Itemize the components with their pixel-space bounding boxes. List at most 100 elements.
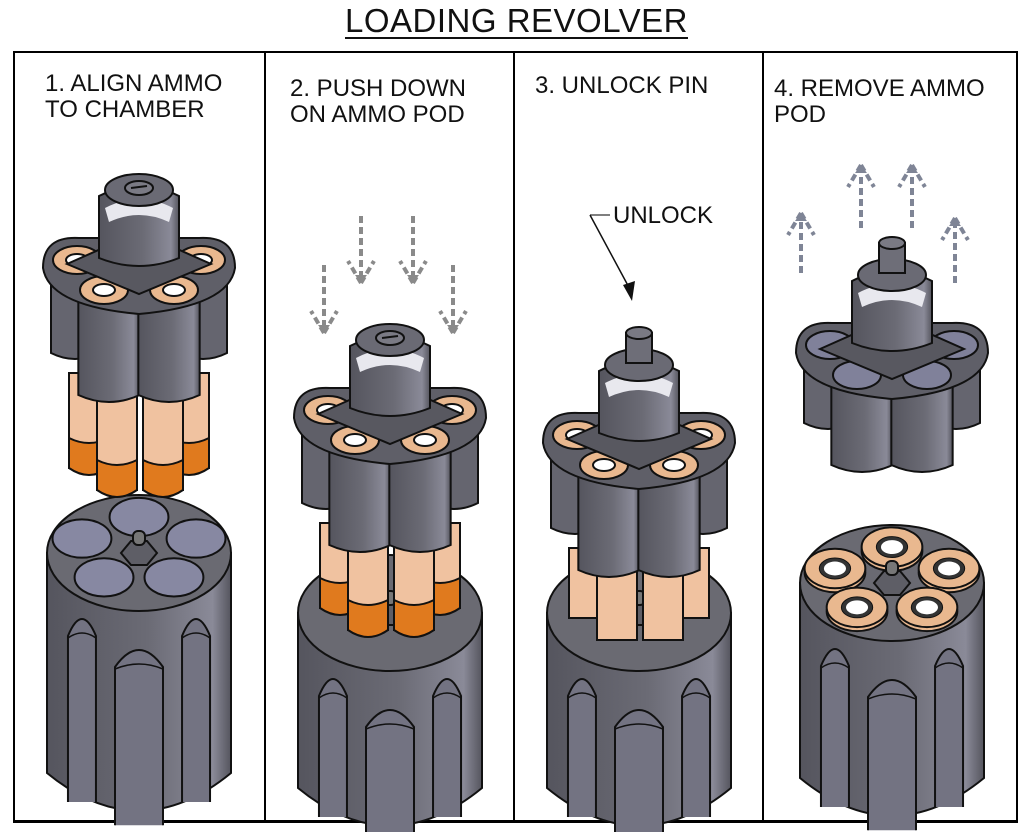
step-caption-2: 2. PUSH DOWN ON AMMO POD (290, 75, 467, 128)
primer (823, 561, 846, 576)
flute-edge (114, 663, 164, 670)
bullet-tip (96, 458, 138, 498)
flute-edge (867, 693, 917, 700)
cylinder-flute (66, 618, 97, 802)
center-pin (885, 560, 899, 576)
step-panel-1: 1. ALIGN AMMO TO CHAMBER (15, 53, 264, 826)
step-panel-2: 2. PUSH DOWN ON AMMO POD (264, 53, 513, 832)
cylinder-flute (566, 678, 597, 817)
cylinder-flute (819, 648, 850, 807)
flute-edge (820, 662, 850, 669)
center-hub (119, 540, 159, 566)
pin-slot (381, 335, 399, 339)
primer (846, 600, 869, 615)
pod-lobe (637, 474, 701, 578)
leader-arrowhead (623, 281, 635, 301)
pod-lobe (388, 449, 452, 553)
lift-up-arrow (786, 211, 816, 273)
arrow-tip (906, 165, 918, 173)
push-down-arrow (398, 216, 428, 285)
flute-edge (67, 632, 97, 639)
unlock-label: UNLOCK (613, 202, 713, 229)
primer (915, 600, 938, 615)
cylinder-flute (867, 679, 917, 831)
unlock-callout: UNLOCK (589, 202, 713, 301)
pod-lobe (890, 384, 954, 473)
step-panel-3: 3. UNLOCK PIN UNLOCK (513, 53, 762, 832)
revolver-cylinder (546, 554, 732, 832)
flute-edge (614, 723, 664, 730)
step-illustration-1 (41, 173, 237, 826)
primer (92, 283, 116, 297)
ammo-pod (41, 173, 237, 498)
cylinder-flute (365, 709, 415, 832)
bullet-tip (142, 458, 184, 498)
title-text: LOADING REVOLVER (345, 2, 688, 39)
primer (413, 433, 437, 447)
flute-edge (318, 692, 348, 699)
ammo-pod (541, 326, 737, 641)
arrow-tip (355, 275, 367, 283)
bullet-tip (347, 598, 389, 638)
step-panel-4: 4. REMOVE AMMO POD (762, 53, 1018, 831)
cylinder-flute (614, 709, 664, 832)
cartridge-casing (596, 569, 638, 641)
arrow-tip (318, 325, 330, 333)
primer (343, 433, 367, 447)
center-pin (132, 530, 146, 546)
arrow-tip (949, 218, 961, 226)
flute-edge (181, 632, 211, 639)
flute-edge (681, 692, 711, 699)
flute-edge (365, 723, 415, 730)
cylinder-flute (432, 678, 463, 817)
push-down-arrow (346, 216, 376, 285)
ammo-pod (794, 236, 990, 473)
pod-lobe (77, 299, 141, 403)
center-hub (872, 570, 912, 596)
push-down-arrow (438, 265, 468, 335)
primer (662, 458, 686, 472)
primer (162, 283, 186, 297)
cylinder-flute (681, 678, 712, 817)
arrow-tip (447, 325, 459, 333)
steps-frame: 1. ALIGN AMMO TO CHAMBER 2. PUSH DOWN ON… (13, 51, 1018, 832)
step-caption-1: 1. ALIGN AMMO TO CHAMBER (45, 70, 223, 123)
step-caption-4: 4. REMOVE AMMO POD (774, 75, 985, 128)
chamber-hole (51, 518, 113, 559)
pod-lobe (328, 449, 392, 553)
cartridge-casing (642, 569, 684, 641)
arrow-tip (855, 165, 867, 173)
page-title: LOADING REVOLVER (0, 2, 1033, 40)
pin-head (625, 326, 653, 340)
push-down-arrow (309, 265, 339, 335)
step-illustration-2 (292, 216, 488, 832)
step-caption-3: 3. UNLOCK PIN (535, 72, 709, 99)
cylinder-flute (317, 678, 348, 817)
step-illustration-4 (786, 163, 990, 831)
pin-head (878, 236, 906, 250)
chamber-hole (165, 518, 227, 559)
lift-up-arrow (897, 163, 927, 228)
pin-slot (130, 185, 148, 189)
arrow-tip (795, 213, 807, 221)
leader-arrow-line (589, 214, 633, 294)
primer (938, 561, 961, 576)
flute-edge (934, 662, 964, 669)
flute-edge (432, 692, 462, 699)
chamber-hole (73, 557, 135, 598)
flute-edge (567, 692, 597, 699)
cylinder-flute (114, 649, 164, 826)
pod-lobe (577, 474, 641, 578)
lift-up-arrow (940, 216, 970, 283)
ammo-pod (292, 323, 488, 638)
cylinder-flute (934, 648, 965, 807)
primer (592, 458, 616, 472)
cylinder-flute (181, 618, 212, 802)
step-illustration-3: UNLOCK (541, 202, 737, 832)
bullet-tip (393, 598, 435, 638)
pod-lobe (137, 299, 201, 403)
primer (880, 540, 904, 554)
chamber-hole (143, 557, 205, 598)
lift-up-arrow (846, 163, 876, 228)
arrow-tip (407, 275, 419, 283)
